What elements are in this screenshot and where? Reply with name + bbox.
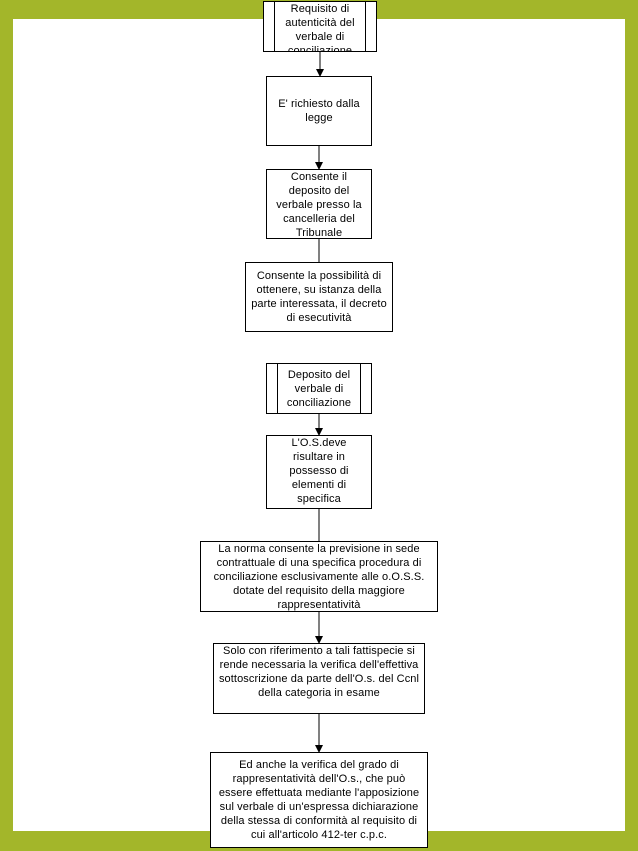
node-rappresentativita-os: L'O.S.deve risultare in possesso di elem… — [266, 435, 372, 509]
node-autenticita-verbale: Requisito di autenticità del verbale di … — [263, 1, 377, 52]
node-deposito-cancelleria: Consente il deposito del verbale presso … — [266, 169, 372, 239]
node-label: Solo con riferimento a tali fattispecie … — [218, 645, 420, 699]
node-decreto-esecutivita: Consente la possibilità di ottenere, su … — [245, 262, 393, 332]
node-label: La norma consente la previsione in sede … — [213, 543, 425, 611]
node-norma-procedura: La norma consente la previsione in sede … — [200, 541, 438, 612]
node-verifica-grado: Ed anche la verifica del grado di rappre… — [210, 752, 428, 848]
node-label: Requisito di autenticità del verbale di … — [285, 3, 355, 52]
node-label: Ed anche la verifica del grado di rappre… — [218, 759, 420, 841]
node-verifica-sottoscrizione: Solo con riferimento a tali fattispecie … — [213, 643, 425, 714]
node-deposito-verbale: Deposito del verbale di conciliazione — [266, 363, 372, 414]
node-label: Consente il deposito del verbale presso … — [276, 171, 362, 239]
node-label: Deposito del verbale di conciliazione — [286, 368, 352, 409]
node-label: Consente la possibilità di ottenere, su … — [251, 270, 387, 324]
node-label: E' richiesto dalla legge — [278, 98, 360, 124]
node-richiesto-legge: E' richiesto dalla legge — [266, 76, 372, 146]
node-label: L'O.S.deve risultare in possesso di elem… — [277, 437, 360, 508]
